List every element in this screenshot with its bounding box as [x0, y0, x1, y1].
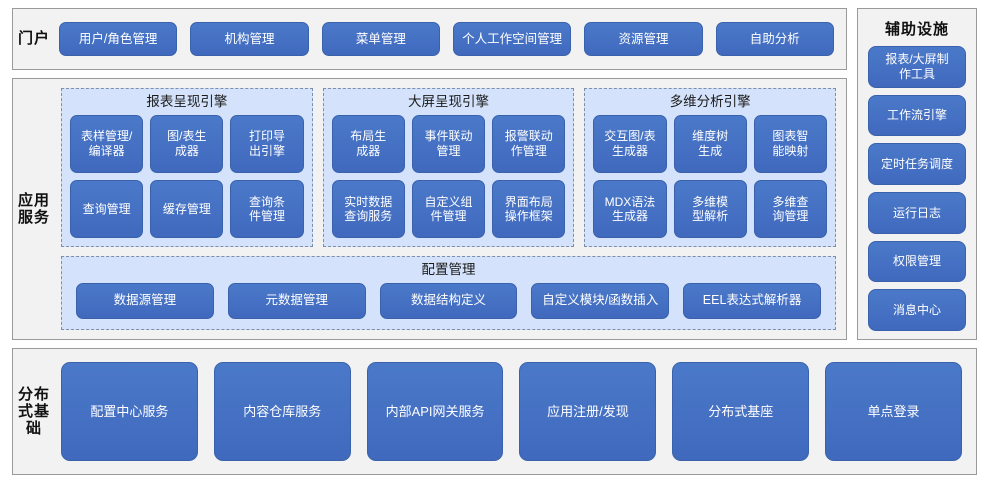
distributed-foundation-button-group: 配置中心服务 内容仓库服务 内部API网关服务 应用注册/发现 分布式基座 单点… [55, 349, 976, 474]
top-row: 门户 用户/角色管理 机构管理 菜单管理 个人工作空间管理 资源管理 自助分析 … [12, 8, 977, 340]
portal-item-menu-management[interactable]: 菜单管理 [321, 22, 440, 56]
engine2-item-layout-generator[interactable]: 布局生 成器 [331, 114, 405, 173]
large-screen-engine-grid: 布局生 成器 事件联动 管理 报警联动 作管理 实时数据 查询服务 自定义组 件… [331, 114, 566, 238]
aux-item-runtime-log[interactable]: 运行日志 [868, 192, 966, 234]
left-stack: 门户 用户/角色管理 机构管理 菜单管理 个人工作空间管理 资源管理 自助分析 … [12, 8, 847, 340]
portal-item-resource-management[interactable]: 资源管理 [584, 22, 703, 56]
configuration-management-group: 数据源管理 元数据管理 数据结构定义 自定义模块/函数插入 EEL表达式解析器 [70, 282, 827, 321]
distributed-item-single-sign-on[interactable]: 单点登录 [825, 362, 962, 461]
engine1-item-query-management[interactable]: 查询管理 [70, 179, 144, 238]
report-rendering-engine-title: 报表呈现引擎 [146, 94, 228, 109]
portal-item-organization-management[interactable]: 机构管理 [190, 22, 309, 56]
multidimensional-analysis-engine-grid: 交互图/表 生成器 维度树 生成 图表智 能映射 MDX语法 生成器 多维模 型… [593, 114, 828, 238]
engine3-item-interactive-chart-table-generator[interactable]: 交互图/表 生成器 [593, 114, 667, 173]
configuration-management-panel: 配置管理 数据源管理 元数据管理 数据结构定义 自定义模块/函数插入 EEL表达… [61, 256, 836, 330]
portal-item-personal-workspace-management[interactable]: 个人工作空间管理 [452, 22, 572, 56]
aux-item-scheduled-task-scheduling[interactable]: 定时任务调度 [868, 143, 966, 186]
engine2-item-alarm-linkage-action-management[interactable]: 报警联动 作管理 [492, 114, 566, 173]
auxiliary-facilities-list: 报表/大屏制 作工具 工作流引擎 定时任务调度 运行日志 权限管理 消息中心 [868, 46, 966, 332]
report-rendering-engine-panel: 报表呈现引擎 表样管理/ 编译器 图/表生 成器 打印导 出引擎 查询管理 缓存… [61, 88, 313, 247]
portal-item-user-role-management[interactable]: 用户/角色管理 [59, 22, 178, 56]
engine1-item-print-export-engine[interactable]: 打印导 出引擎 [230, 114, 304, 173]
distributed-item-configuration-center-service[interactable]: 配置中心服务 [61, 362, 198, 461]
aux-item-workflow-engine[interactable]: 工作流引擎 [868, 94, 966, 137]
large-screen-engine-panel: 大屏呈现引擎 布局生 成器 事件联动 管理 报警联动 作管理 实时数据 查询服务… [322, 88, 575, 247]
engines-row: 报表呈现引擎 表样管理/ 编译器 图/表生 成器 打印导 出引擎 查询管理 缓存… [61, 88, 837, 247]
multidimensional-analysis-engine-title: 多维分析引擎 [669, 94, 751, 109]
application-service-body: 报表呈现引擎 表样管理/ 编译器 图/表生 成器 打印导 出引擎 查询管理 缓存… [55, 79, 846, 339]
engine2-item-custom-component-management[interactable]: 自定义组 件管理 [411, 179, 486, 238]
large-screen-engine-title: 大屏呈现引擎 [408, 94, 489, 109]
portal-section: 门户 用户/角色管理 机构管理 菜单管理 个人工作空间管理 资源管理 自助分析 [12, 8, 847, 70]
distributed-item-distributed-base[interactable]: 分布式基座 [672, 362, 810, 461]
distributed-item-content-repository-service[interactable]: 内容仓库服务 [213, 362, 351, 461]
engine1-item-template-management-compiler[interactable]: 表样管理/ 编译器 [70, 114, 144, 173]
auxiliary-facilities-title: 辅助设施 [884, 21, 949, 38]
application-service-section-label: 应用服务 [17, 191, 50, 226]
engine1-item-cache-management[interactable]: 缓存管理 [150, 179, 224, 238]
config-item-datasource-management[interactable]: 数据源管理 [76, 282, 214, 319]
distributed-item-internal-api-gateway-service[interactable]: 内部API网关服务 [366, 362, 504, 461]
distributed-item-application-registration-discovery[interactable]: 应用注册/发现 [519, 362, 657, 461]
config-item-eel-expression-parser[interactable]: EEL表达式解析器 [683, 282, 821, 319]
portal-section-label: 门户 [17, 30, 50, 48]
engine3-item-multidimensional-model-parsing[interactable]: 多维模 型解析 [673, 179, 747, 238]
engine3-item-multidimensional-query-management[interactable]: 多维查 询管理 [753, 179, 828, 238]
application-service-section: 应用服务 报表呈现引擎 表样管理/ 编译器 图/表生 成器 打印导 出引擎 查询… [12, 78, 847, 340]
portal-button-group: 用户/角色管理 机构管理 菜单管理 个人工作空间管理 资源管理 自助分析 [55, 9, 846, 69]
multidimensional-analysis-engine-panel: 多维分析引擎 交互图/表 生成器 维度树 生成 图表智 能映射 MDX语法 生成… [584, 88, 837, 247]
engine2-item-event-linkage-management[interactable]: 事件联动 管理 [411, 114, 486, 173]
auxiliary-facilities-section: 辅助设施 报表/大屏制 作工具 工作流引擎 定时任务调度 运行日志 权限管理 消… [857, 8, 977, 340]
configuration-management-title: 配置管理 [421, 262, 476, 277]
config-item-custom-module-function-insertion[interactable]: 自定义模块/函数插入 [531, 282, 670, 319]
engine2-item-ui-layout-operation-framework[interactable]: 界面布局 操作框架 [492, 179, 566, 238]
distributed-foundation-section: 分布式基础 配置中心服务 内容仓库服务 内部API网关服务 应用注册/发现 分布… [12, 348, 977, 475]
engine3-item-dimension-tree-generation[interactable]: 维度树 生成 [673, 114, 747, 173]
engine3-item-mdx-syntax-generator[interactable]: MDX语法 生成器 [593, 179, 667, 238]
report-rendering-engine-grid: 表样管理/ 编译器 图/表生 成器 打印导 出引擎 查询管理 缓存管理 查询条 … [70, 114, 304, 238]
aux-item-permission-management[interactable]: 权限管理 [868, 240, 966, 283]
config-item-data-structure-definition[interactable]: 数据结构定义 [379, 282, 518, 319]
aux-item-report-dashboard-authoring-tool[interactable]: 报表/大屏制 作工具 [868, 46, 966, 88]
aux-item-message-center[interactable]: 消息中心 [868, 289, 966, 332]
engine1-item-chart-table-generator[interactable]: 图/表生 成器 [150, 114, 224, 173]
engine3-item-chart-smart-mapping[interactable]: 图表智 能映射 [753, 114, 828, 173]
config-item-metadata-management[interactable]: 元数据管理 [227, 282, 366, 319]
portal-item-self-service-analysis[interactable]: 自助分析 [715, 22, 834, 56]
engine2-item-realtime-data-query-service[interactable]: 实时数据 查询服务 [331, 179, 405, 238]
distributed-foundation-section-label: 分布式基础 [17, 385, 50, 438]
engine1-item-query-condition-management[interactable]: 查询条 件管理 [230, 179, 304, 238]
